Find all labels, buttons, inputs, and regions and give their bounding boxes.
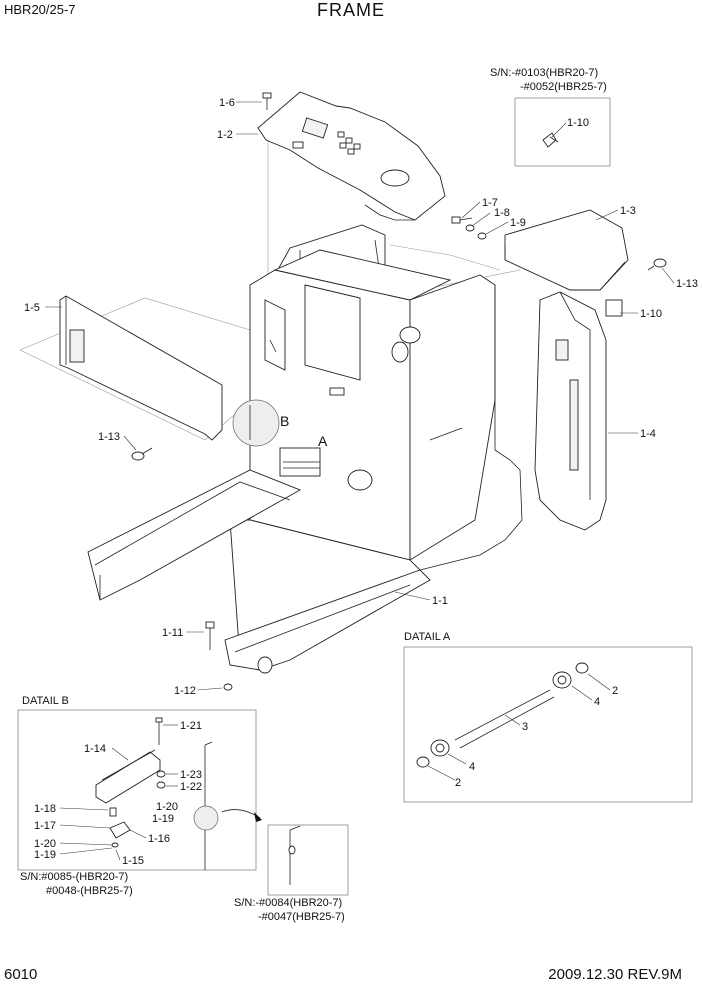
fork-arms: [87, 469, 431, 674]
serial-note-b-2: #0048-(HBR25-7): [46, 885, 133, 897]
label-1-7: 1-7: [482, 197, 498, 209]
detail-a-label-2-bottom: 2: [455, 777, 461, 789]
label-1-12: 1-12: [174, 685, 196, 697]
detail-b-label-1-20-right: 1-20: [156, 801, 178, 813]
detail-a-title: DATAIL A: [404, 631, 451, 643]
label-1-6: 1-6: [219, 97, 235, 109]
bolt-1-11: [205, 621, 233, 691]
marker-a: A: [318, 433, 328, 449]
side-cover-1-4: [534, 291, 623, 531]
detail-a-label-3: 3: [522, 721, 528, 733]
serial-box-bottom-mid: [267, 824, 349, 896]
label-1-2: 1-2: [217, 129, 233, 141]
part-labels-main: 1-6 1-2 1-10 1-7 1-8 1-9 1-3 1-13 1-10 1…: [24, 97, 698, 697]
detail-b-label-1-14: 1-14: [84, 743, 106, 755]
label-1-10-right: 1-10: [640, 308, 662, 320]
detail-b-label-1-20-left: 1-20: [34, 838, 56, 850]
marker-b: B: [280, 413, 289, 429]
detail-a-box: [403, 646, 693, 803]
leader-lines: [45, 101, 675, 861]
detail-a-label-4-top: 4: [594, 696, 600, 708]
label-1-5: 1-5: [24, 302, 40, 314]
detail-a-labels: DATAIL A 2 4 3 4 2: [404, 631, 618, 789]
detail-b-label-1-22: 1-22: [180, 781, 202, 793]
page-number: 6010: [4, 966, 38, 983]
detail-b-label-1-23: 1-23: [180, 769, 202, 781]
label-1-10-top: 1-10: [567, 117, 589, 129]
serial-box-top-right: [514, 97, 611, 167]
revision-date: 2009.12.30 REV.9M: [548, 966, 682, 983]
serial-note-b-1: S/N:#0085-(HBR20-7): [20, 871, 128, 883]
serial-note-top-2: -#0052(HBR25-7): [520, 81, 607, 93]
detail-b-label-1-19-left: 1-19: [34, 849, 56, 861]
cover-plate-1-3: [451, 209, 667, 291]
detail-a-marker: [279, 447, 321, 477]
label-1-3: 1-3: [620, 205, 636, 217]
detail-b-label-1-21: 1-21: [180, 720, 202, 732]
detail-b-label-1-16: 1-16: [148, 833, 170, 845]
detail-b-label-1-17: 1-17: [34, 820, 56, 832]
side-panel-1-5: [59, 295, 223, 461]
detail-b-marker: [232, 399, 280, 447]
serial-note-mid-1: S/N:-#0084(HBR20-7): [234, 897, 342, 909]
serial-note-mid-2: -#0047(HBR25-7): [258, 911, 345, 923]
serial-note-top-1: S/N:-#0103(HBR20-7): [490, 67, 598, 79]
detail-b-label-1-19-right: 1-19: [152, 813, 174, 825]
label-1-9: 1-9: [510, 217, 526, 229]
detail-a-label-2-top: 2: [612, 685, 618, 697]
detail-a-label-4-bottom: 4: [469, 761, 475, 773]
top-plate-1-2: [257, 91, 446, 221]
detail-b-title: DATAIL B: [22, 695, 69, 707]
label-1-11: 1-11: [162, 627, 183, 639]
label-1-8: 1-8: [494, 207, 510, 219]
detail-b-label-1-15: 1-15: [122, 855, 144, 867]
detail-b-labels: DATAIL B 1-21 1-14 1-23 1-22 1-18 1-20 1…: [22, 695, 202, 867]
label-1-13-right: 1-13: [676, 278, 698, 290]
label-1-13-left: 1-13: [98, 431, 120, 443]
model-code: HBR20/25-7: [4, 2, 76, 17]
page-title: FRAME: [317, 0, 385, 20]
label-1-4: 1-4: [640, 428, 656, 440]
serial-notes: S/N:-#0103(HBR20-7) -#0052(HBR25-7) S/N:…: [20, 67, 607, 923]
detail-b-label-1-18: 1-18: [34, 803, 56, 815]
label-1-1: 1-1: [432, 595, 448, 607]
